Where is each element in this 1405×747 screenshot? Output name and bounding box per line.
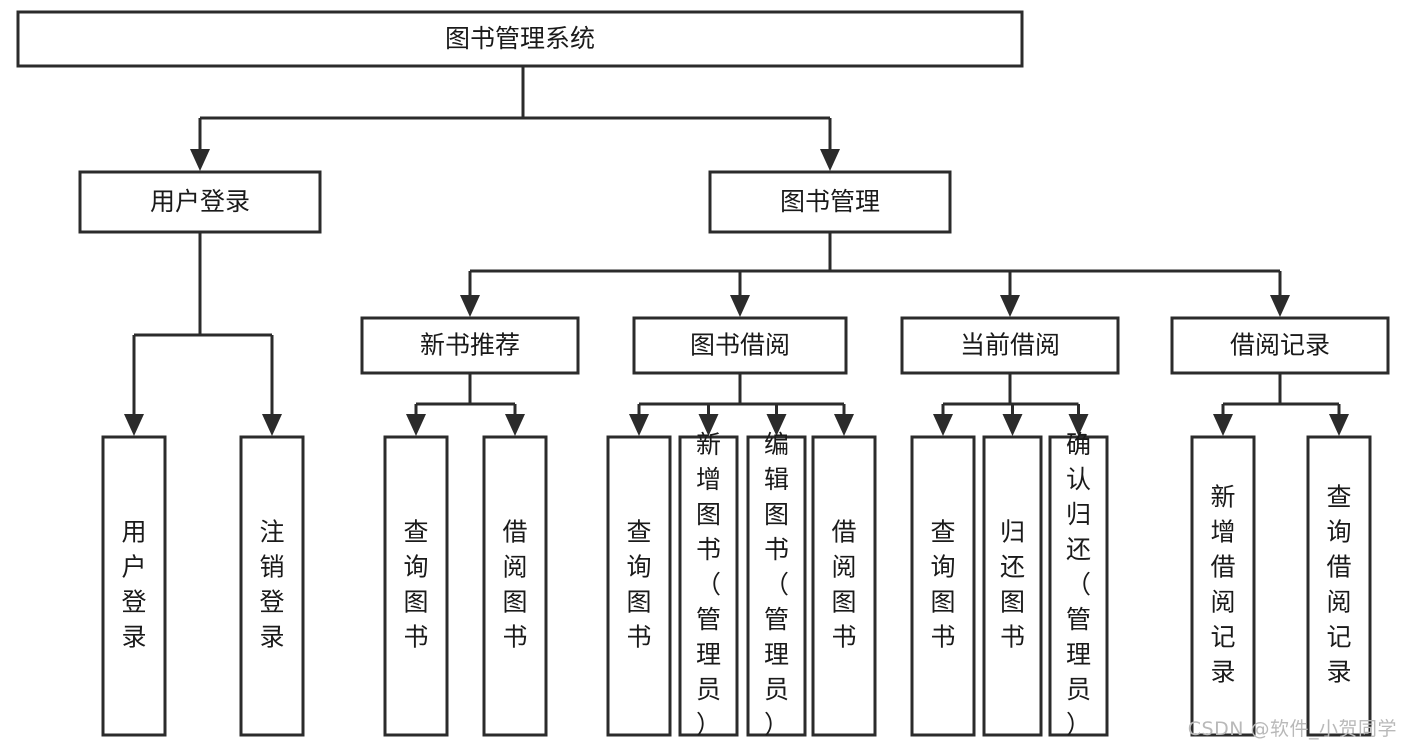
node-label: 注销登录 (259, 518, 284, 652)
node-leaf-rec-borrow-book[interactable]: 借阅图书 (482, 435, 548, 737)
node-leaf-br-add-record[interactable]: 新增借阅记录 (1190, 435, 1256, 737)
node-leaf-user-logout[interactable]: 注销登录 (239, 435, 305, 737)
node-label: 用户登录 (121, 518, 146, 652)
node-box (606, 435, 672, 737)
node-label: 查询图书 (930, 518, 955, 652)
node-box (101, 435, 167, 737)
node-label: 借阅图书 (831, 518, 856, 652)
node-book-borrow[interactable]: 图书借阅 (632, 316, 848, 375)
node-box (1190, 435, 1256, 737)
node-box (678, 435, 739, 737)
node-leaf-cb-query-book[interactable]: 查询图书 (910, 435, 976, 737)
node-label: 查询图书 (403, 518, 428, 652)
node-box (360, 316, 580, 375)
connector-root (190, 66, 840, 171)
node-user-login[interactable]: 用户登录 (78, 170, 322, 234)
node-label: 图书管理系统 (445, 24, 595, 53)
node-borrow-record[interactable]: 借阅记录 (1170, 316, 1390, 375)
node-box (482, 435, 548, 737)
node-leaf-bb-query-book[interactable]: 查询图书 (606, 435, 672, 737)
node-box (1306, 435, 1372, 737)
node-leaf-bb-borrow-book[interactable]: 借阅图书 (811, 435, 877, 737)
connector-borrow-record (1213, 373, 1349, 436)
node-label: 查询借阅记录 (1326, 483, 1351, 687)
node-box (1170, 316, 1390, 375)
node-label: 图书管理 (780, 187, 880, 216)
node-box (632, 316, 848, 375)
node-label: 用户登录 (150, 187, 250, 216)
node-label: 借阅图书 (502, 518, 527, 652)
node-label: 新增借阅记录 (1210, 483, 1235, 687)
connector-book-manage (460, 232, 1290, 317)
node-new-book-rec[interactable]: 新书推荐 (360, 316, 580, 375)
connector-current-borrow (933, 373, 1089, 436)
node-label: 图书借阅 (690, 331, 790, 360)
node-current-borrow[interactable]: 当前借阅 (900, 316, 1120, 375)
node-box (900, 316, 1120, 375)
node-leaf-rec-query-book[interactable]: 查询图书 (383, 435, 449, 737)
connector-layer (124, 66, 1349, 436)
node-box (982, 435, 1043, 737)
node-leaf-br-query-record[interactable]: 查询借阅记录 (1306, 435, 1372, 737)
node-root[interactable]: 图书管理系统 (16, 10, 1024, 68)
node-label: 当前借阅 (960, 331, 1060, 360)
connector-book-borrow (629, 373, 854, 436)
node-label: 确认归还（管理员） (1066, 430, 1091, 739)
node-leaf-cb-confirm-return[interactable]: 确认归还（管理员） (1048, 430, 1109, 739)
node-leaf-cb-return-book[interactable]: 归还图书 (982, 435, 1043, 737)
node-leaf-bb-add-book[interactable]: 新增图书（管理员） (678, 430, 739, 739)
node-box (383, 435, 449, 737)
node-box (708, 170, 952, 234)
node-label: 归还图书 (1000, 518, 1025, 652)
node-book-manage[interactable]: 图书管理 (708, 170, 952, 234)
node-box (239, 435, 305, 737)
node-box (78, 170, 322, 234)
node-label: 借阅记录 (1230, 331, 1330, 360)
node-box (1048, 435, 1109, 737)
node-leaf-bb-edit-book[interactable]: 编辑图书（管理员） (746, 430, 807, 739)
node-box (16, 10, 1024, 68)
node-label: 查询图书 (626, 518, 651, 652)
connector-user-login (124, 232, 282, 436)
node-label: 编辑图书（管理员） (764, 430, 789, 739)
node-layer: 图书管理系统用户登录图书管理新书推荐图书借阅当前借阅借阅记录用户登录注销登录查询… (16, 10, 1390, 739)
node-box (746, 435, 807, 737)
node-label: 新增图书（管理员） (696, 430, 721, 739)
node-leaf-user-login[interactable]: 用户登录 (101, 435, 167, 737)
node-label: 新书推荐 (420, 331, 520, 360)
node-box (811, 435, 877, 737)
connector-new-book-rec (406, 373, 525, 436)
node-box (910, 435, 976, 737)
